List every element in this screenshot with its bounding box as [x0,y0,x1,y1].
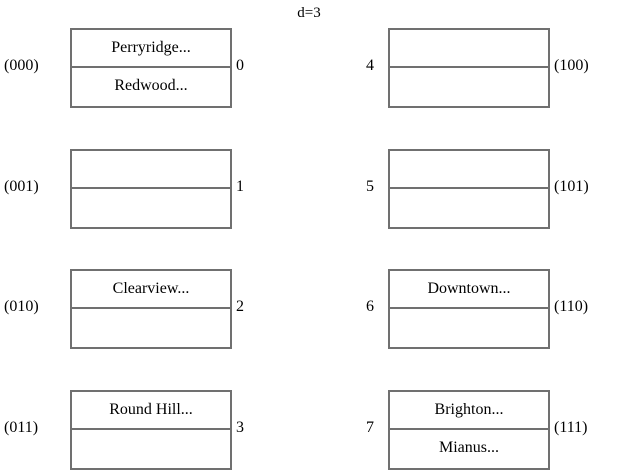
bucket-index-label-3: 3 [236,419,244,436]
bucket-5-slot-1 [390,189,548,225]
bucket-index-label-5: 5 [366,178,374,195]
bucket-2-slot-0: Clearview... [72,271,230,309]
bucket-binary-label-6: (110) [554,298,589,315]
bucket-2[interactable]: Clearview... [70,269,232,349]
bucket-binary-label-4: (100) [554,57,589,74]
bucket-3[interactable]: Round Hill... [70,390,232,470]
bucket-row-1: (001) 1 [0,149,260,229]
bucket-binary-label-7: (111) [554,419,588,436]
bucket-5[interactable] [388,149,550,229]
bucket-binary-label-1: (001) [4,178,39,195]
bucket-1[interactable] [70,149,232,229]
bucket-row-0: (000) Perryridge... Redwood... 0 [0,28,260,108]
bucket-5-slot-0 [390,151,548,189]
bucket-binary-label-0: (000) [4,57,39,74]
bucket-index-label-2: 2 [236,298,244,315]
bucket-index-label-0: 0 [236,57,244,74]
bucket-3-slot-0: Round Hill... [72,392,230,430]
bucket-row-6: 6 Downtown... (110) [358,269,618,349]
bucket-binary-label-2: (010) [4,298,39,315]
bucket-4[interactable] [388,28,550,108]
bucket-index-label-7: 7 [366,419,374,436]
bucket-4-slot-0 [390,30,548,68]
bucket-index-label-6: 6 [366,298,374,315]
bucket-6-slot-0: Downtown... [390,271,548,309]
bucket-row-4: 4 (100) [358,28,618,108]
bucket-row-2: (010) Clearview... 2 [0,269,260,349]
bucket-2-slot-1 [72,309,230,345]
bucket-row-3: (011) Round Hill... 3 [0,390,260,470]
bucket-7-slot-1: Mianus... [439,439,499,456]
bucket-4-slot-1 [390,68,548,104]
bucket-row-5: 5 (101) [358,149,618,229]
bucket-1-slot-0 [72,151,230,189]
bucket-0[interactable]: Perryridge... Redwood... [70,28,232,108]
bucket-binary-label-3: (011) [4,419,39,436]
bucket-index-label-4: 4 [366,57,374,74]
bucket-7-slot-0: Brighton... [390,392,548,430]
bucket-0-slot-1: Redwood... [114,77,188,94]
bucket-6-slot-1 [390,309,548,345]
bucket-index-label-1: 1 [236,178,244,195]
bucket-7[interactable]: Brighton... Mianus... [388,390,550,470]
diagram-title: d=3 [297,5,321,21]
bucket-1-slot-1 [72,189,230,225]
bucket-binary-label-5: (101) [554,178,589,195]
bucket-0-slot-0: Perryridge... [72,30,230,68]
bucket-3-slot-1 [72,430,230,466]
bucket-6[interactable]: Downtown... [388,269,550,349]
bucket-row-7: 7 Brighton... Mianus... (111) [358,390,618,470]
